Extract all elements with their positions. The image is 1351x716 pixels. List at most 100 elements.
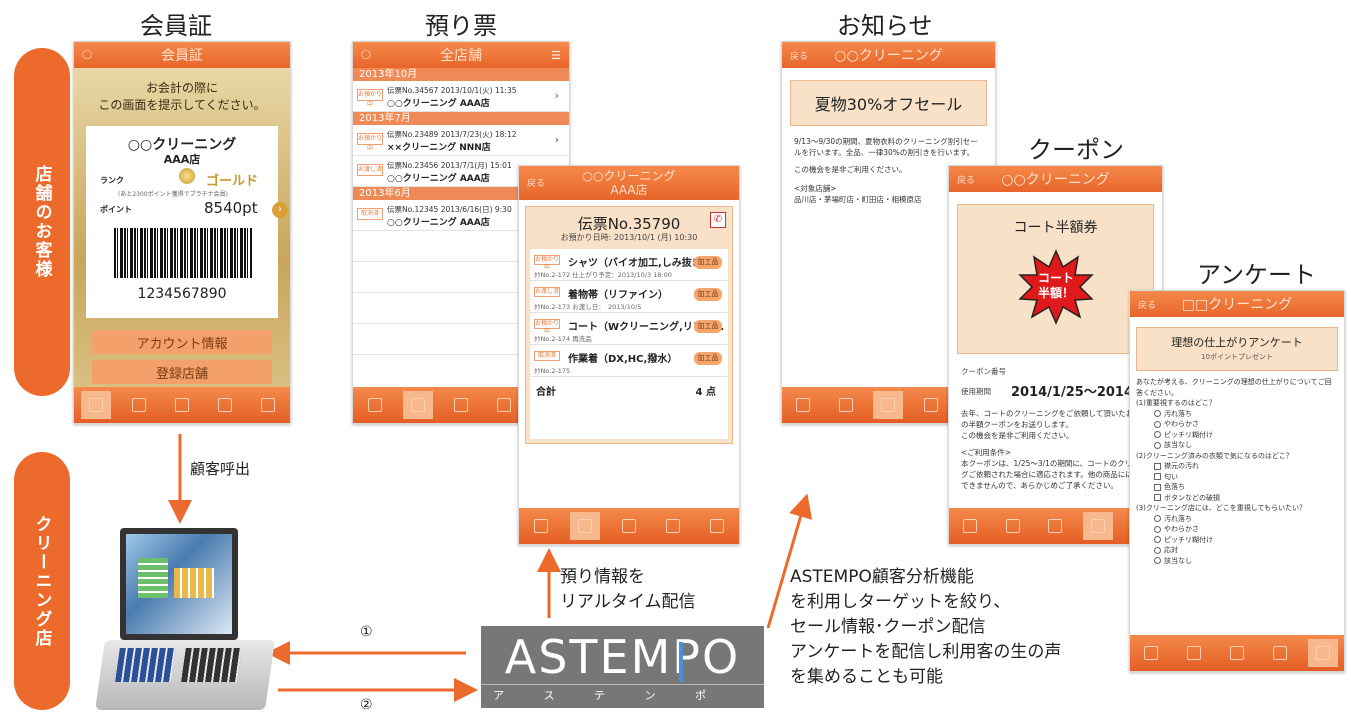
member-tab-bar — [74, 387, 290, 423]
radio-option[interactable]: 応対 — [1154, 545, 1338, 556]
receipt-row[interactable]: お預かり中 伝票No.23489 2013/7/23(火) 18:12 ××クリ… — [353, 125, 569, 156]
radio-option[interactable]: 汚れ落ち — [1154, 409, 1338, 420]
checkbox-option[interactable]: 色落ち — [1154, 482, 1338, 493]
phone-icon[interactable]: ✆ — [710, 212, 726, 228]
radio-icon — [1154, 525, 1161, 533]
detail-shop-name: ○○クリーニング — [582, 169, 676, 183]
tab-member-card[interactable] — [788, 391, 818, 419]
checkbox-option[interactable]: ボタンなどの破損 — [1154, 493, 1338, 504]
processing-button[interactable]: 加工品 — [694, 256, 722, 269]
month-header: 2013年7月 — [353, 112, 569, 125]
tab-history[interactable] — [570, 512, 600, 540]
option-label: やわらかさ — [1164, 420, 1199, 428]
points-label: ポイント — [100, 205, 132, 214]
radio-option[interactable]: やわらかさ — [1154, 524, 1338, 535]
tab-notice[interactable] — [1222, 639, 1252, 667]
coupon-title: クーポン — [1028, 136, 1124, 164]
receipt-row[interactable]: 取消済 伝票No.12345 2013/6/16(日) 9:30 ○○クリーニン… — [353, 200, 569, 231]
notice-title: お知らせ — [837, 12, 933, 40]
receipt-row[interactable]: お預かり中 伝票No.34567 2013/10/1(火) 11:35 ○○クリ… — [353, 81, 569, 112]
tab-coupon[interactable] — [1083, 512, 1114, 540]
receipt-line2: ○○クリーニング AAA店 — [387, 174, 490, 184]
radio-option[interactable]: 該当なし — [1154, 440, 1338, 451]
call-label: 顧客呼出 — [190, 460, 251, 478]
back-button[interactable]: 戻る — [527, 179, 546, 189]
tab-member-card[interactable] — [526, 512, 556, 540]
tab-notice[interactable] — [167, 391, 197, 419]
radio-icon — [1154, 420, 1161, 428]
tab-notice[interactable] — [1040, 512, 1070, 540]
survey-header-title: □□クリーニング — [1181, 297, 1293, 313]
tab-member-card[interactable] — [1136, 639, 1166, 667]
tab-notice[interactable] — [446, 391, 476, 419]
back-button[interactable]: 戻る — [790, 51, 809, 62]
tab-coupon[interactable] — [916, 391, 946, 419]
option-label: 匂い — [1164, 472, 1178, 481]
customer-side-pill: 店舗のお客様 — [14, 48, 70, 396]
tab-coupon[interactable] — [1265, 639, 1295, 667]
back-button[interactable]: 戻る — [957, 175, 976, 186]
processing-button[interactable]: 加工品 — [694, 320, 722, 333]
radio-option[interactable]: ピッチリ糊付け — [1154, 535, 1338, 546]
coupon-header: 戻る ○○クリーニング — [949, 166, 1162, 192]
tab-survey[interactable] — [702, 512, 732, 540]
refresh-icon[interactable]: ◯ — [82, 50, 93, 60]
processing-button[interactable]: 加工品 — [694, 352, 722, 365]
list-item[interactable]: お預かり中 コート（Wクリーニング,リファ... ﾀｸNo.2-174 再洗品 … — [530, 313, 728, 345]
tab-history[interactable] — [124, 391, 154, 419]
points-next-icon[interactable]: › — [272, 202, 288, 218]
list-item[interactable]: お預かり中 シャツ（バイオ加工,しみ抜き... ﾀｸNo.2-172 仕上がり予… — [530, 249, 728, 281]
radio-icon — [1154, 557, 1161, 564]
checkbox-option[interactable]: 匂い — [1154, 472, 1338, 483]
status-badge: お預かり中 — [534, 255, 560, 271]
empty-row — [353, 293, 569, 324]
tab-history[interactable] — [1179, 639, 1209, 667]
tab-survey[interactable] — [1307, 639, 1338, 667]
processing-button[interactable]: 加工品 — [694, 288, 722, 301]
tab-member-card[interactable] — [80, 391, 111, 419]
tab-member-card[interactable] — [360, 391, 390, 419]
radio-option[interactable]: ピッチリ糊付け — [1154, 430, 1338, 441]
receipt-row[interactable]: お渡し済 伝票No.23456 2013/7/1(月) 15:01 ○○クリーニ… — [353, 156, 569, 187]
coupon-body-2: この機会を是非ご利用ください。 — [961, 431, 1074, 440]
item-sub: ﾀｸNo.2-174 再洗品 — [534, 335, 592, 343]
checkbox-icon — [1154, 494, 1161, 501]
radio-icon — [1154, 515, 1161, 522]
status-badge: 取消済 — [534, 351, 560, 361]
registered-shops-button[interactable]: 登録店舗 — [92, 360, 272, 384]
radio-icon — [1154, 536, 1161, 543]
radio-icon — [1154, 431, 1161, 438]
status-badge: お預かり中 — [534, 319, 560, 335]
tab-coupon[interactable] — [658, 512, 688, 540]
radio-option[interactable]: 該当なし — [1154, 556, 1338, 567]
pos-keyboard — [95, 640, 275, 710]
item-name: 作業着（DX,HC,撥水） — [568, 354, 678, 365]
item-list: お預かり中 シャツ（バイオ加工,しみ抜き... ﾀｸNo.2-172 仕上がり予… — [530, 249, 728, 439]
refresh-icon[interactable]: ◯ — [361, 50, 372, 60]
back-button[interactable]: 戻る — [1138, 300, 1157, 311]
account-info-button[interactable]: アカウント情報 — [92, 330, 272, 354]
barcode-number: 1234567890 — [137, 286, 227, 302]
menu-icon[interactable]: ☰ — [551, 48, 561, 62]
tab-history[interactable] — [402, 391, 433, 419]
receipt-line2: ○○クリーニング AAA店 — [387, 218, 490, 228]
radio-option[interactable]: 汚れ落ち — [1154, 514, 1338, 525]
list-item[interactable]: お渡し済 着物帯（リファイン） ﾀｸNo.2-173 お渡し日： 2013/10… — [530, 281, 728, 313]
tab-coupon[interactable] — [210, 391, 240, 419]
tab-notice[interactable] — [614, 512, 644, 540]
item-sub: ﾀｸNo.2-175 — [534, 367, 571, 375]
list-item[interactable]: 取消済 作業着（DX,HC,撥水） ﾀｸNo.2-175 加工品 — [530, 345, 728, 377]
option-label: 襟元の汚れ — [1164, 462, 1199, 470]
burst-text: コート 半額！ — [1018, 271, 1094, 301]
tab-member-card[interactable] — [955, 512, 985, 540]
tab-history[interactable] — [998, 512, 1028, 540]
tab-survey[interactable] — [253, 391, 283, 419]
checkbox-option[interactable]: 襟元の汚れ — [1154, 461, 1338, 472]
tab-history[interactable] — [831, 391, 861, 419]
pos-screen-panel — [174, 568, 214, 598]
tab-notice[interactable] — [873, 391, 904, 419]
tab-coupon[interactable] — [489, 391, 519, 419]
survey-header: 戻る □□クリーニング — [1130, 291, 1344, 317]
pos-terminal — [92, 524, 275, 714]
radio-option[interactable]: やわらかさ — [1154, 419, 1338, 430]
